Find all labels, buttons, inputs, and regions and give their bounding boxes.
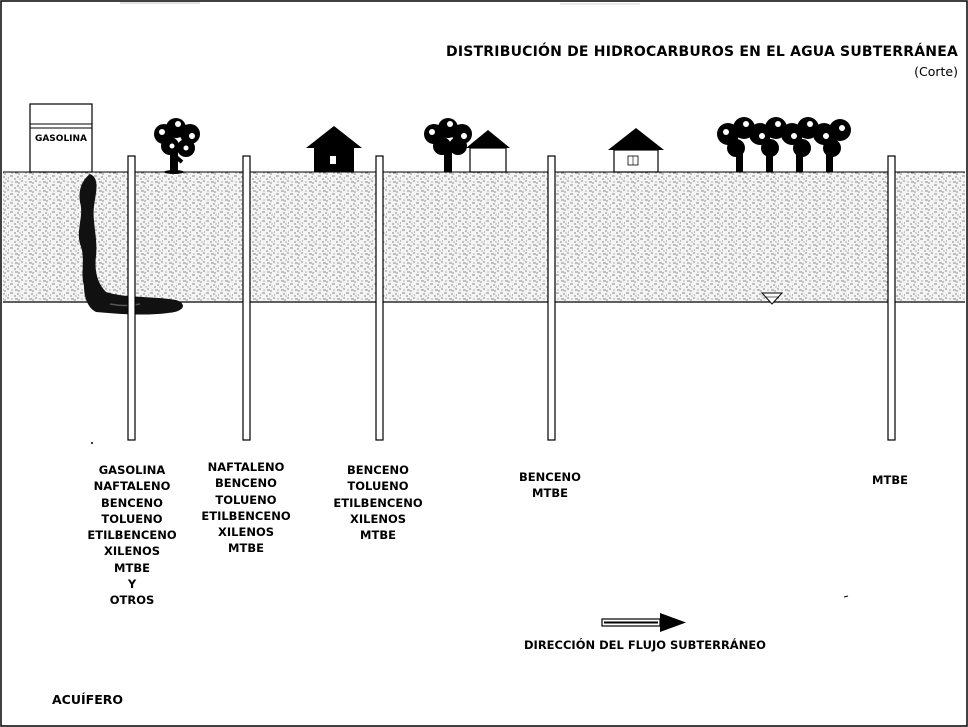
compound-label: OTROS bbox=[109, 593, 155, 608]
flow-direction-arrow bbox=[601, 613, 686, 632]
tank-label: GASOLINA bbox=[34, 134, 88, 144]
aquifer-label: ACUÍFERO bbox=[52, 692, 123, 707]
well-1-compounds: GASOLINA NAFTALENO BENCENO TOLUENO ETILB… bbox=[74, 462, 190, 609]
well-4-compounds: BENCENO MTBE bbox=[492, 469, 608, 502]
compound-label: XILENOS bbox=[103, 544, 160, 559]
compound-label: NAFTALENO bbox=[93, 479, 171, 494]
soil-zone bbox=[3, 171, 965, 303]
diagram-subtitle: (Corte) bbox=[914, 64, 958, 79]
well-2-compounds: NAFTALENO BENCENO TOLUENO ETILBENCENO XI… bbox=[188, 459, 304, 557]
house-icon-2 bbox=[466, 130, 510, 173]
compound-label: MTBE bbox=[114, 560, 150, 575]
compound-label: BENCENO bbox=[101, 495, 163, 510]
tree-group-icon bbox=[717, 117, 851, 172]
house-icon-1 bbox=[306, 126, 362, 172]
compound-label: TOLUENO bbox=[347, 479, 409, 494]
well-2-casing bbox=[242, 155, 251, 441]
tree-icon-2 bbox=[424, 118, 472, 172]
compound-label: BENCENO bbox=[215, 476, 277, 491]
gasoline-tank bbox=[29, 103, 93, 173]
tree-icon-1 bbox=[154, 118, 200, 174]
compound-label: MTBE bbox=[360, 528, 396, 543]
compound-label: TOLUENO bbox=[215, 492, 277, 507]
well-4-casing bbox=[547, 155, 556, 441]
compound-label: Y bbox=[127, 577, 137, 592]
contaminant-plume bbox=[78, 174, 183, 315]
compound-label: BENCENO bbox=[519, 470, 581, 484]
house-icon-3 bbox=[608, 128, 664, 173]
compound-label: ETILBENCENO bbox=[201, 508, 291, 523]
well-3-compounds: BENCENO TOLUENO ETILBENCENO XILENOS MTBE bbox=[320, 462, 436, 543]
compound-label: MTBE bbox=[532, 486, 568, 501]
water-table-icon bbox=[760, 292, 784, 305]
compound-label: ETILBENCENO bbox=[87, 528, 177, 543]
compound-label: NAFTALENO bbox=[207, 460, 285, 474]
compound-label: BENCENO bbox=[347, 463, 409, 477]
compound-label: MTBE bbox=[872, 473, 908, 487]
well-5-compounds: MTBE bbox=[832, 472, 948, 488]
monitoring-wells bbox=[127, 155, 896, 441]
compound-label: XILENOS bbox=[217, 525, 274, 540]
flow-direction-label: DIRECCIÓN DEL FLUJO SUBTERRÁNEO bbox=[524, 638, 766, 652]
compound-label: MTBE bbox=[228, 541, 264, 556]
compound-label: XILENOS bbox=[349, 511, 406, 526]
compound-label: GASOLINA bbox=[98, 463, 166, 477]
well-3-casing bbox=[375, 155, 384, 441]
compound-label: ETILBENCENO bbox=[333, 495, 423, 510]
well-1-casing bbox=[127, 155, 136, 441]
well-5-casing bbox=[887, 155, 896, 441]
compound-label: TOLUENO bbox=[101, 511, 163, 526]
diagram-title: DISTRIBUCIÓN DE HIDROCARBUROS EN EL AGUA… bbox=[446, 44, 958, 60]
